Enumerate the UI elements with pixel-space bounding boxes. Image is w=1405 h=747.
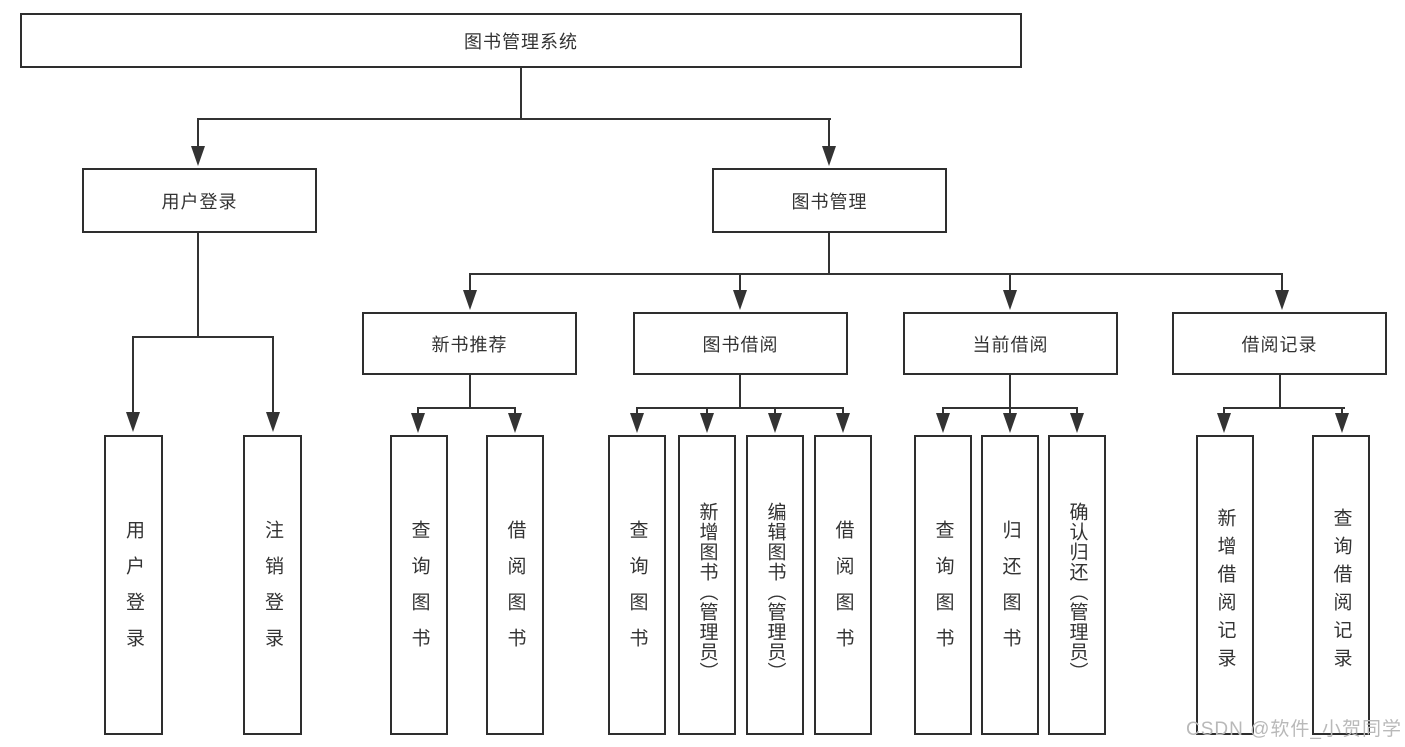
connector-user-login-stem bbox=[197, 233, 199, 336]
leaf-bb-add-books-admin-label: 新增图书（管理员） bbox=[696, 502, 718, 682]
leaf-bb-add-books-admin: 新增图书（管理员） bbox=[678, 435, 736, 735]
arrowhead-br-add bbox=[1217, 413, 1231, 433]
connector-current-borrow-stem bbox=[1009, 375, 1011, 407]
connector-book-borrow-stem bbox=[739, 375, 741, 407]
connector-borrow-records-stem bbox=[1279, 375, 1281, 407]
leaf-nb-borrow-books-label: 借阅图书 bbox=[504, 520, 526, 664]
connector-drop-cb-confirm bbox=[1076, 407, 1078, 416]
leaf-user-login-label: 用户登录 bbox=[123, 520, 144, 664]
node-new-book-recommend-label: 新书推荐 bbox=[431, 334, 508, 355]
node-user-login-label: 用户登录 bbox=[161, 191, 238, 212]
leaf-bb-edit-books-admin: 编辑图书（管理员） bbox=[746, 435, 804, 735]
connector-drop-book-borrow bbox=[739, 273, 741, 293]
arrowhead-cb-query bbox=[936, 413, 950, 433]
leaf-br-query-record: 查询借阅记录 bbox=[1312, 435, 1370, 735]
arrowhead-leaf-logout bbox=[266, 412, 280, 432]
node-new-book-recommend: 新书推荐 bbox=[362, 312, 577, 375]
arrowhead-bb-borrow bbox=[836, 413, 850, 433]
connector-drop-leaf-login bbox=[132, 336, 134, 414]
connector-borrow-records-rail bbox=[1223, 407, 1345, 409]
arrowhead-cb-confirm bbox=[1070, 413, 1084, 433]
connector-drop-new-book bbox=[469, 273, 471, 293]
connector-drop-current-borrow bbox=[1009, 273, 1011, 293]
connector-root-rail bbox=[197, 118, 831, 120]
leaf-logout-label: 注销登录 bbox=[262, 520, 283, 664]
arrowhead-bb-add bbox=[700, 413, 714, 433]
node-book-borrow: 图书借阅 bbox=[633, 312, 848, 375]
connector-drop-user-login bbox=[197, 118, 199, 150]
connector-drop-nb-borrow bbox=[514, 407, 516, 416]
arrowhead-br-query bbox=[1335, 413, 1349, 433]
leaf-br-query-record-label: 查询借阅记录 bbox=[1330, 508, 1352, 676]
leaf-cb-query-books: 查询图书 bbox=[914, 435, 972, 735]
arrowhead-bb-edit bbox=[768, 413, 782, 433]
leaf-cb-return-books: 归还图书 bbox=[981, 435, 1039, 735]
arrowhead-nb-query bbox=[411, 413, 425, 433]
arrowhead-book-borrow bbox=[733, 290, 747, 310]
connector-new-book-stem bbox=[469, 375, 471, 407]
connector-root-stem bbox=[520, 68, 522, 118]
leaf-bb-borrow-books-label: 借阅图书 bbox=[832, 520, 854, 664]
connector-book-borrow-rail bbox=[636, 407, 844, 409]
arrowhead-borrow-records bbox=[1275, 290, 1289, 310]
leaf-nb-borrow-books: 借阅图书 bbox=[486, 435, 544, 735]
node-user-login: 用户登录 bbox=[82, 168, 317, 233]
connector-drop-book-management bbox=[828, 118, 830, 150]
connector-book-management-rail bbox=[469, 273, 1283, 275]
arrowhead-bb-query bbox=[630, 413, 644, 433]
connector-drop-leaf-logout bbox=[272, 336, 274, 414]
connector-drop-cb-return bbox=[1009, 407, 1011, 416]
leaf-bb-edit-books-admin-label: 编辑图书（管理员） bbox=[764, 502, 786, 682]
arrowhead-user-login bbox=[191, 146, 205, 166]
leaf-br-add-record-label: 新增借阅记录 bbox=[1214, 508, 1236, 676]
leaf-cb-confirm-return-admin: 确认归还（管理员） bbox=[1048, 435, 1106, 735]
node-borrow-records-label: 借阅记录 bbox=[1241, 334, 1318, 355]
leaf-cb-confirm-return-admin-label: 确认归还（管理员） bbox=[1066, 502, 1088, 682]
leaf-bb-borrow-books: 借阅图书 bbox=[814, 435, 872, 735]
leaf-cb-query-books-label: 查询图书 bbox=[932, 520, 954, 664]
node-book-management-label: 图书管理 bbox=[791, 191, 868, 212]
arrowhead-leaf-login bbox=[126, 412, 140, 432]
leaf-bb-query-books-label: 查询图书 bbox=[626, 520, 648, 664]
node-root: 图书管理系统 bbox=[20, 13, 1022, 68]
connector-book-management-stem bbox=[828, 233, 830, 273]
arrowhead-new-book bbox=[463, 290, 477, 310]
leaf-br-add-record: 新增借阅记录 bbox=[1196, 435, 1254, 735]
arrowhead-nb-borrow bbox=[508, 413, 522, 433]
connector-drop-bb-borrow bbox=[842, 407, 844, 416]
node-root-label: 图书管理系统 bbox=[464, 31, 578, 52]
leaf-bb-query-books: 查询图书 bbox=[608, 435, 666, 735]
leaf-nb-query-books-label: 查询图书 bbox=[408, 520, 430, 664]
node-current-borrow: 当前借阅 bbox=[903, 312, 1118, 375]
connector-drop-br-add bbox=[1223, 407, 1225, 416]
connector-drop-nb-query bbox=[417, 407, 419, 416]
arrowhead-book-management bbox=[822, 146, 836, 166]
connector-drop-cb-query bbox=[942, 407, 944, 416]
leaf-user-login: 用户登录 bbox=[104, 435, 163, 735]
arrowhead-cb-return bbox=[1003, 413, 1017, 433]
arrowhead-current-borrow bbox=[1003, 290, 1017, 310]
node-current-borrow-label: 当前借阅 bbox=[972, 334, 1049, 355]
leaf-logout: 注销登录 bbox=[243, 435, 302, 735]
leaf-nb-query-books: 查询图书 bbox=[390, 435, 448, 735]
connector-drop-borrow-records bbox=[1281, 273, 1283, 293]
connector-drop-bb-edit bbox=[774, 407, 776, 416]
leaf-cb-return-books-label: 归还图书 bbox=[999, 520, 1021, 664]
node-book-borrow-label: 图书借阅 bbox=[702, 334, 779, 355]
connector-drop-bb-query bbox=[636, 407, 638, 416]
connector-drop-bb-add bbox=[706, 407, 708, 416]
connector-user-login-rail bbox=[132, 336, 274, 338]
csdn-watermark: CSDN @软件_小贺同学 bbox=[1186, 719, 1402, 740]
node-book-management: 图书管理 bbox=[712, 168, 947, 233]
node-borrow-records: 借阅记录 bbox=[1172, 312, 1387, 375]
connector-drop-br-query bbox=[1341, 407, 1343, 416]
connector-new-book-rail bbox=[417, 407, 516, 409]
